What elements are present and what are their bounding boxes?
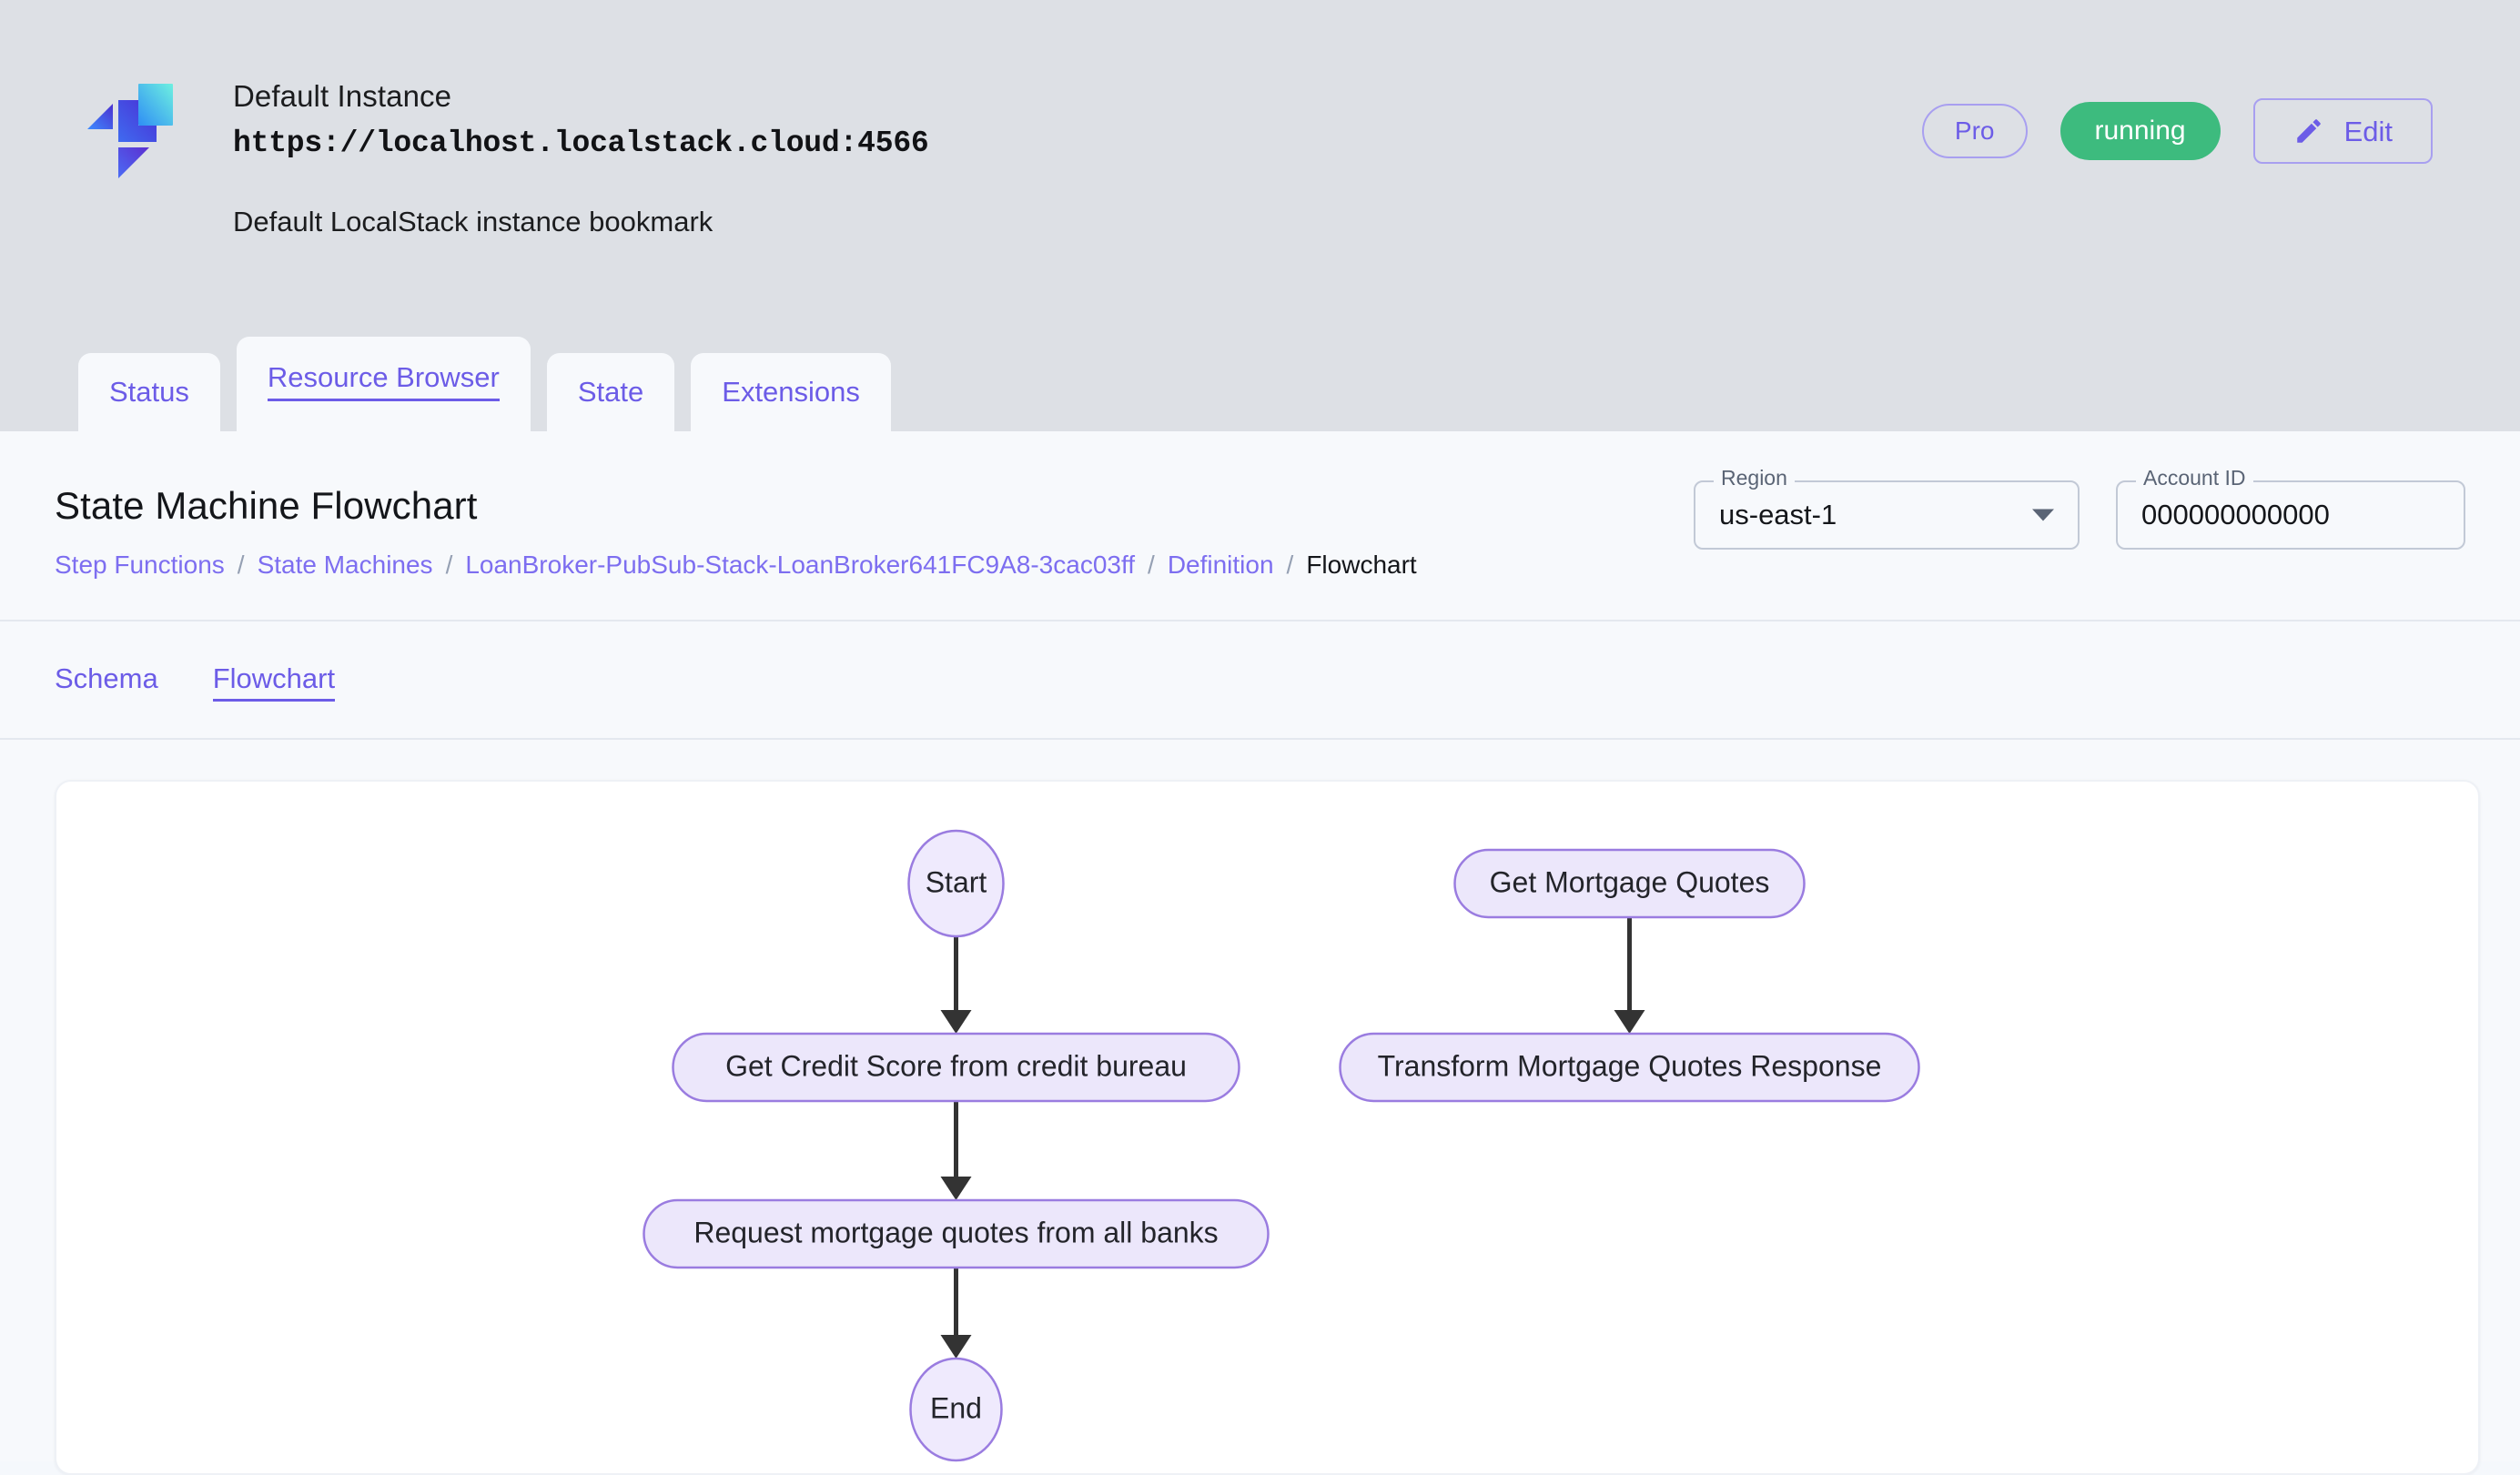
tab-resource-browser-label: Resource Browser (267, 360, 500, 401)
tab-state-label: State (577, 375, 644, 408)
flow-node-label: Request mortgage quotes from all banks (693, 1217, 1218, 1249)
flow-edge (940, 936, 972, 1035)
breadcrumb: Step Functions / State Machines / LoanBr… (55, 549, 2433, 581)
flow-node-label: End (930, 1392, 982, 1425)
tab-status[interactable]: Status (78, 353, 220, 431)
subtab-schema[interactable]: Schema (55, 662, 158, 694)
breadcrumb-separator: / (237, 550, 245, 579)
resource-browser-page: State Machine Flowchart Step Functions /… (0, 431, 2520, 1475)
flow-node-label: Get Credit Score from credit bureau (725, 1050, 1187, 1083)
instance-name: Default Instance (233, 79, 452, 113)
breadcrumb-item-definition[interactable]: Definition (1167, 550, 1274, 579)
edit-button-label: Edit (2343, 115, 2393, 147)
pro-badge[interactable]: Pro (1921, 104, 2028, 158)
flow-node[interactable]: Transform Mortgage Quotes Response (1339, 1032, 1920, 1103)
flow-node-label: Get Mortgage Quotes (1490, 866, 1770, 899)
pencil-icon (2293, 116, 2324, 146)
tab-extensions-label: Extensions (722, 375, 860, 408)
tab-extensions[interactable]: Extensions (691, 353, 891, 431)
tab-state[interactable]: State (546, 353, 675, 431)
account-id-label: Account ID (2136, 468, 2253, 489)
account-id-field[interactable]: Account ID 000000000000 (2116, 468, 2465, 550)
breadcrumb-separator: / (1148, 550, 1155, 579)
flow-node[interactable]: Get Mortgage Quotes (1453, 848, 1806, 919)
localstack-logo-icon (87, 84, 175, 178)
account-id-value: 000000000000 (2141, 499, 2330, 530)
flow-node-label: Start (926, 866, 987, 899)
instance-url: https://localhost.localstack.cloud:4566 (233, 126, 929, 160)
flow-node[interactable]: Get Credit Score from credit bureau (672, 1032, 1240, 1103)
breadcrumb-separator: / (1286, 550, 1294, 579)
page-title: State Machine Flowchart (55, 484, 478, 527)
flow-node[interactable]: Start (907, 829, 1005, 938)
tab-resource-browser[interactable]: Resource Browser (236, 337, 531, 431)
page-header: State Machine Flowchart Step Functions /… (0, 431, 2520, 621)
breadcrumb-item-state-machines[interactable]: State Machines (257, 550, 433, 579)
breadcrumb-item-flowchart: Flowchart (1306, 550, 1417, 579)
flow-node[interactable]: Request mortgage quotes from all banks (643, 1198, 1270, 1269)
breadcrumb-item-step-functions[interactable]: Step Functions (55, 550, 225, 579)
edit-button[interactable]: Edit (2252, 98, 2433, 164)
region-value: us-east-1 (1719, 499, 1837, 530)
status-badge[interactable]: running (2060, 102, 2221, 160)
instance-header: Default Instance https://localhost.local… (0, 0, 2520, 431)
instance-description: Default LocalStack instance bookmark (233, 206, 713, 238)
region-account-fields: Region us-east-1 Account ID 000000000000 (1694, 468, 2465, 550)
subtab-flowchart[interactable]: Flowchart (212, 662, 336, 702)
region-label: Region (1714, 468, 1795, 489)
main-tabs: Status Resource Browser State Extensions (78, 337, 891, 431)
region-select[interactable]: Region us-east-1 (1694, 468, 2080, 550)
definition-subtabs: Schema Flowchart (0, 621, 2520, 741)
header-actions: Pro running Edit (1921, 98, 2433, 164)
flow-node[interactable]: End (909, 1357, 1003, 1462)
flow-edge (940, 1101, 972, 1201)
breadcrumb-item-state-machine-name[interactable]: LoanBroker-PubSub-Stack-LoanBroker641FC9… (465, 550, 1136, 579)
flow-edge (940, 1268, 972, 1359)
flow-edge (1614, 917, 1645, 1035)
breadcrumb-separator: / (445, 550, 453, 579)
tab-status-label: Status (109, 375, 189, 408)
flow-node-label: Transform Mortgage Quotes Response (1378, 1050, 1882, 1083)
chevron-down-icon[interactable] (2032, 509, 2054, 521)
